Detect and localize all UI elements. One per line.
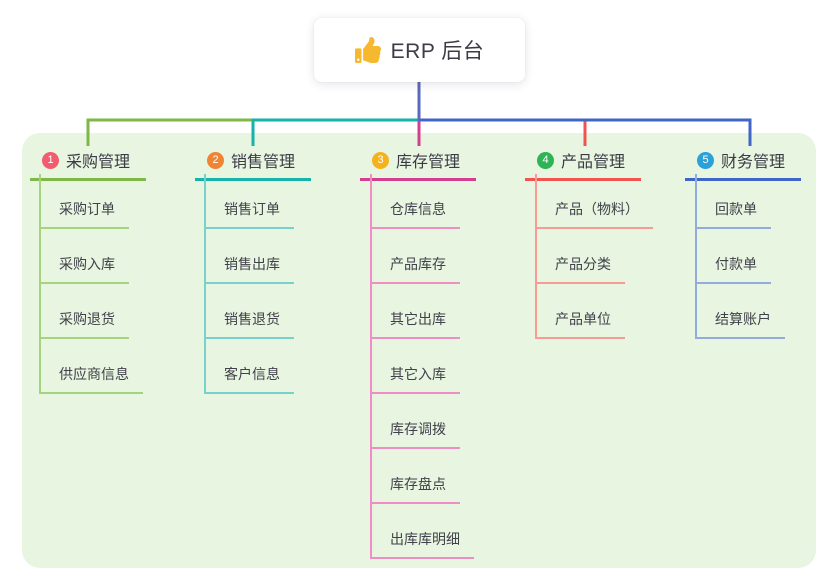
child-node[interactable]: 出库库明细 — [372, 504, 474, 559]
branch-badge-5: 5 — [697, 151, 714, 169]
branch-badge-3: 3 — [372, 151, 389, 169]
child-node-label: 库存调拨 — [390, 421, 446, 437]
child-node[interactable]: 产品（物料） — [537, 174, 653, 229]
child-node[interactable]: 产品分类 — [537, 229, 625, 284]
child-node-label: 销售订单 — [224, 201, 280, 217]
child-node[interactable]: 产品单位 — [537, 284, 625, 339]
child-node[interactable]: 销售订单 — [206, 174, 294, 229]
child-node-label: 回款单 — [715, 201, 757, 217]
branch-children-purchase: 采购订单 采购入库 采购退货 供应商信息 — [39, 174, 143, 394]
child-node[interactable]: 其它入库 — [372, 339, 460, 394]
child-node[interactable]: 回款单 — [697, 174, 771, 229]
mindmap-canvas-panel — [22, 133, 816, 568]
branch-badge-1: 1 — [42, 151, 59, 169]
child-node[interactable]: 结算账户 — [697, 284, 785, 339]
child-node[interactable]: 采购退货 — [41, 284, 129, 339]
child-node[interactable]: 采购订单 — [41, 174, 129, 229]
child-node[interactable]: 供应商信息 — [41, 339, 143, 394]
child-node[interactable]: 采购入库 — [41, 229, 129, 284]
child-node-label: 销售出库 — [224, 256, 280, 272]
root-node-erp[interactable]: ERP 后台 — [314, 18, 525, 82]
branch-title: 销售管理 — [231, 154, 296, 171]
child-node-label: 仓库信息 — [390, 201, 446, 217]
child-node-label: 采购入库 — [59, 256, 115, 272]
branch-header-sales[interactable]: 2 销售管理 — [195, 148, 311, 181]
branch-children-product: 产品（物料） 产品分类 产品单位 — [535, 174, 653, 339]
branch-title: 财务管理 — [721, 154, 786, 171]
branch-badge-4: 4 — [537, 151, 554, 169]
child-node-label: 出库库明细 — [390, 531, 460, 547]
branch-badge-2: 2 — [207, 151, 224, 169]
child-node[interactable]: 客户信息 — [206, 339, 294, 394]
child-node[interactable]: 付款单 — [697, 229, 771, 284]
child-node-label: 其它入库 — [390, 366, 446, 382]
child-node-label: 产品（物料） — [555, 201, 639, 217]
branch-title: 采购管理 — [66, 154, 131, 171]
branch-children-inventory: 仓库信息 产品库存 其它出库 其它入库 库存调拨 库存盘点 出库库明细 — [370, 174, 474, 559]
child-node-label: 付款单 — [715, 256, 757, 272]
child-node[interactable]: 销售退货 — [206, 284, 294, 339]
child-node-label: 结算账户 — [715, 311, 771, 327]
branch-header-finance[interactable]: 5 财务管理 — [685, 148, 801, 181]
child-node-label: 采购退货 — [59, 311, 115, 327]
root-node-title: ERP 后台 — [390, 40, 485, 63]
child-node[interactable]: 库存调拨 — [372, 394, 460, 449]
child-node-label: 供应商信息 — [59, 366, 129, 382]
child-node[interactable]: 销售出库 — [206, 229, 294, 284]
child-node[interactable]: 库存盘点 — [372, 449, 460, 504]
child-node-label: 产品单位 — [555, 311, 611, 327]
branch-children-finance: 回款单 付款单 结算账户 — [695, 174, 785, 339]
child-node-label: 产品库存 — [390, 256, 446, 272]
branch-children-sales: 销售订单 销售出库 销售退货 客户信息 — [204, 174, 294, 394]
branch-header-inventory[interactable]: 3 库存管理 — [360, 148, 476, 181]
child-node-label: 销售退货 — [224, 311, 280, 327]
child-node[interactable]: 仓库信息 — [372, 174, 460, 229]
child-node-label: 库存盘点 — [390, 476, 446, 492]
branch-header-purchase[interactable]: 1 采购管理 — [30, 148, 146, 181]
thumbs-up-icon — [354, 37, 381, 63]
branch-title: 产品管理 — [561, 154, 626, 171]
child-node-label: 产品分类 — [555, 256, 611, 272]
child-node[interactable]: 其它出库 — [372, 284, 460, 339]
child-node-label: 客户信息 — [224, 366, 280, 382]
branch-title: 库存管理 — [396, 154, 461, 171]
child-node-label: 采购订单 — [59, 201, 115, 217]
child-node[interactable]: 产品库存 — [372, 229, 460, 284]
child-node-label: 其它出库 — [390, 311, 446, 327]
branch-header-product[interactable]: 4 产品管理 — [525, 148, 641, 181]
